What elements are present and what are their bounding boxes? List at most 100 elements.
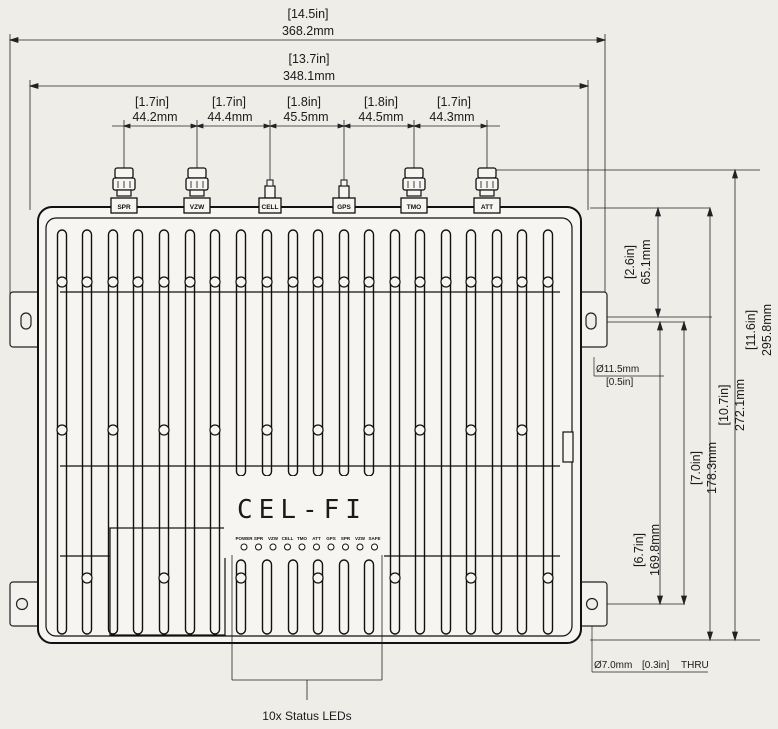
- fin-screw: [542, 276, 554, 288]
- thru-in: [0.3in]: [642, 660, 669, 671]
- fin-screw: [312, 276, 324, 288]
- led-callout: [231, 555, 383, 700]
- connector: ATT: [473, 167, 501, 214]
- brand-logo: CEL-FI: [237, 495, 367, 525]
- fin-screw: [158, 572, 170, 584]
- body-width-mm: 348.1mm: [283, 69, 335, 83]
- connector: CELL: [258, 179, 282, 214]
- status-led: [356, 543, 364, 551]
- fin-screw: [107, 424, 119, 436]
- connector: VZW: [183, 167, 211, 214]
- spacing-1-in: [1.7in]: [135, 95, 169, 109]
- fin-screw: [465, 424, 477, 436]
- fin: [81, 229, 93, 635]
- dimension-hole-to-hole: [680, 320, 688, 606]
- fin: [338, 559, 350, 635]
- connector-label: CELL: [262, 204, 279, 211]
- fin-screw: [542, 572, 554, 584]
- connector-label: SPR: [117, 204, 131, 211]
- fin-screw: [312, 572, 324, 584]
- connector-label: TMO: [407, 204, 421, 211]
- fin-screw: [261, 424, 273, 436]
- enclosure-inner: [45, 217, 573, 637]
- led-label: SPR: [254, 536, 264, 541]
- fin: [389, 229, 401, 635]
- fin-screw: [235, 276, 247, 288]
- fin-screw: [132, 276, 144, 288]
- fin: [491, 229, 503, 635]
- connector-label: ATT: [481, 204, 493, 211]
- fin-screw: [465, 572, 477, 584]
- dimension-body-width: [28, 80, 590, 210]
- led-label: VZW: [268, 536, 279, 541]
- led-label: VZW: [355, 536, 366, 541]
- dimension-thru-hole: Ø7.0mm [0.3in] THRU: [591, 610, 709, 673]
- fin-screw: [81, 276, 93, 288]
- fin: [132, 229, 144, 635]
- fin: [235, 559, 247, 635]
- fin: [287, 559, 299, 635]
- fin-screw: [414, 424, 426, 436]
- heatsink-fins: [56, 229, 554, 635]
- overall-width-in: [14.5in]: [287, 7, 328, 21]
- led-label: GPS: [326, 536, 336, 541]
- fin-screw: [287, 276, 299, 288]
- overall-height-mm: 295.8mm: [760, 304, 774, 356]
- dimension-extension-lines: [487, 169, 760, 641]
- led-label: TMO: [297, 536, 307, 541]
- spacing-2-in: [1.7in]: [212, 95, 246, 109]
- fin-screw: [491, 276, 503, 288]
- dimension-top-to-hole: [654, 206, 662, 319]
- fin-screw: [363, 276, 375, 288]
- led-label: SPR: [341, 536, 351, 541]
- spacing-4-in: [1.8in]: [364, 95, 398, 109]
- hole-to-hole-in: [7.0in]: [689, 451, 703, 485]
- hole-dia-in: [0.5in]: [606, 377, 633, 388]
- fin: [542, 229, 554, 635]
- top-to-hole-mm: 65.1mm: [639, 239, 653, 284]
- status-led: [298, 543, 306, 551]
- fin-screw: [389, 276, 401, 288]
- fin-screw: [516, 424, 528, 436]
- thru-mm: Ø7.0mm: [594, 660, 632, 671]
- enclosure-body: [37, 206, 582, 644]
- led-label: POWER: [235, 536, 253, 541]
- fin-screw: [414, 276, 426, 288]
- body-height-in: [10.7in]: [717, 384, 731, 425]
- fin-screw: [261, 276, 273, 288]
- status-led: [240, 543, 248, 551]
- fin-screw: [440, 276, 452, 288]
- dimension-hole-diameter: [0.5in] Ø11.5mm: [593, 357, 664, 388]
- dimension-connector-spacing: [112, 120, 500, 188]
- fin-screw: [338, 276, 350, 288]
- fin-screw: [209, 276, 221, 288]
- antenna-connectors: SPR VZW CELL GPS TMO ATT: [110, 167, 501, 214]
- fin: [184, 229, 196, 635]
- body-height-mm: 272.1mm: [733, 379, 747, 431]
- connector-label: GPS: [337, 204, 351, 211]
- spacing-2-mm: 44.4mm: [207, 110, 252, 124]
- thru-label: THRU: [681, 660, 709, 671]
- spacing-4-mm: 44.5mm: [358, 110, 403, 124]
- hole-dia-mm: Ø11.5mm: [596, 364, 639, 375]
- hole-to-hole-mm: 178.3mm: [705, 442, 719, 494]
- dimension-body-height: [665, 206, 714, 642]
- fin-screw: [158, 424, 170, 436]
- status-led: [342, 543, 349, 551]
- overall-height-in: [11.6in]: [744, 310, 758, 350]
- led-label: ATT: [312, 536, 321, 541]
- spacing-5-in: [1.7in]: [437, 95, 471, 109]
- status-led: [327, 543, 335, 551]
- spacing-3-mm: 45.5mm: [283, 110, 328, 124]
- status-led: [284, 543, 291, 551]
- connector: TMO: [400, 167, 428, 214]
- connector-label: VZW: [190, 204, 205, 211]
- led-label: CELL: [282, 536, 294, 541]
- fin-screw: [312, 424, 324, 436]
- dimension-overall-height: [731, 168, 739, 642]
- top-to-hole-in: [2.6in]: [623, 245, 637, 279]
- mounting-holes: [15, 312, 599, 611]
- fin-screw: [81, 572, 93, 584]
